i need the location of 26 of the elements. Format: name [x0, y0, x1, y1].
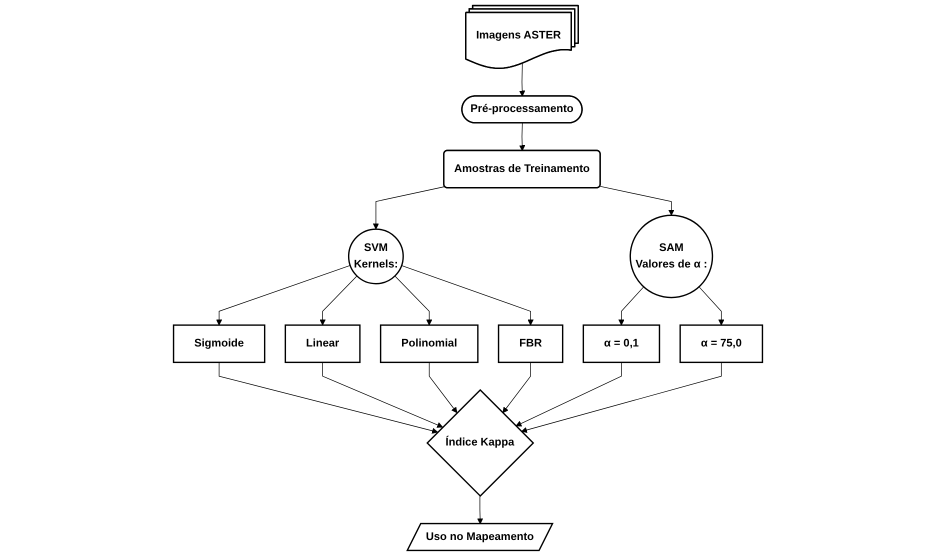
arrow — [521, 362, 722, 433]
node-box: Sigmoide — [172, 324, 266, 364]
node-circle: SAM Valores de α : — [630, 214, 714, 298]
arrow — [600, 186, 674, 216]
arrow — [519, 122, 526, 152]
node-box: Polinomial — [380, 324, 479, 364]
arrow — [394, 276, 432, 326]
arrow — [618, 286, 644, 326]
arrow — [218, 362, 438, 434]
arrow — [428, 362, 458, 414]
arrow — [519, 63, 526, 97]
arrow — [216, 265, 351, 326]
arrow — [372, 186, 446, 230]
arrow — [322, 362, 443, 428]
arrow — [477, 496, 484, 524]
node-box: α = 0,1 — [582, 324, 660, 364]
arrow — [401, 265, 534, 326]
node-box: Linear — [284, 324, 361, 364]
node-diamond: Índice Kappa — [426, 389, 534, 497]
arrow — [516, 362, 622, 426]
arrow — [320, 276, 358, 326]
node-box: FBR — [498, 324, 564, 364]
node-circle: SVM Kernels: — [348, 228, 404, 284]
node-box: α = 75,0 — [679, 324, 764, 364]
arrow — [502, 362, 531, 414]
arrow — [698, 286, 724, 326]
